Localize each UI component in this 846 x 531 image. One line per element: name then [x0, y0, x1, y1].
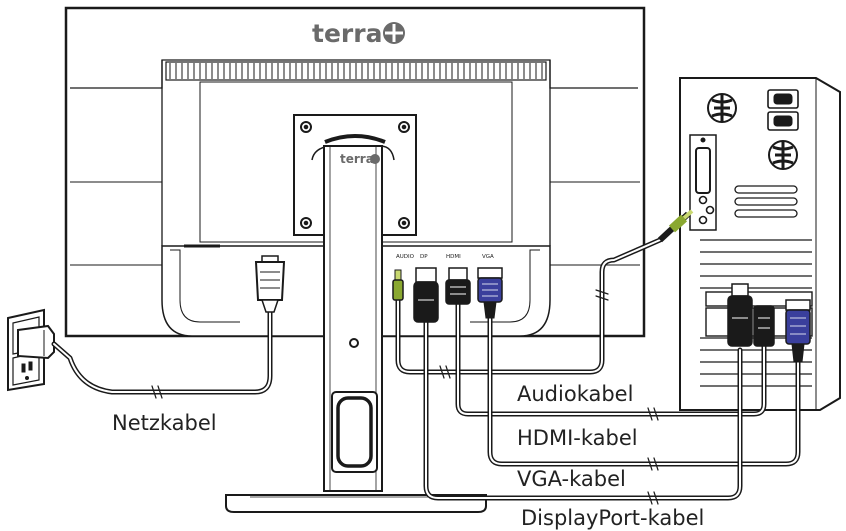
port-labels: AUDIO DP HDMI VGA	[396, 254, 494, 260]
audio-plug-monitor	[392, 269, 404, 301]
label-vga-cable: VGA-kabel	[517, 467, 626, 491]
stand-logo: terra	[340, 152, 380, 166]
terra-logo: terra	[312, 19, 405, 48]
label-displayport-cable: DisplayPort-kabel	[521, 506, 705, 530]
audio-plug-pc	[657, 209, 694, 243]
label-audio-cable: Audiokabel	[517, 382, 634, 406]
port-label-audio: AUDIO	[396, 254, 415, 260]
port-label-hdmi: HDMI	[446, 254, 461, 260]
hdmi-plug-pc	[753, 305, 775, 347]
port-label-dp: DP	[420, 254, 428, 260]
label-hdmi-cable: HDMI-kabel	[517, 426, 638, 450]
cables	[51, 237, 801, 505]
pc-tower	[679, 77, 841, 411]
vga-plug-monitor	[477, 267, 503, 319]
stand-logo-text: terra	[340, 152, 374, 166]
monitor-stand	[225, 134, 487, 513]
displayport-plug-pc	[727, 283, 753, 347]
vga-plug-pc	[785, 299, 811, 363]
wall-socket	[7, 308, 55, 392]
displayport-plug-monitor	[413, 267, 439, 323]
terra-logo-text: terra	[312, 19, 382, 48]
hdmi-plug-monitor	[445, 267, 471, 305]
power-plug	[254, 255, 286, 313]
label-power-cable: Netzkabel	[112, 411, 217, 435]
port-label-vga: VGA	[482, 254, 494, 260]
